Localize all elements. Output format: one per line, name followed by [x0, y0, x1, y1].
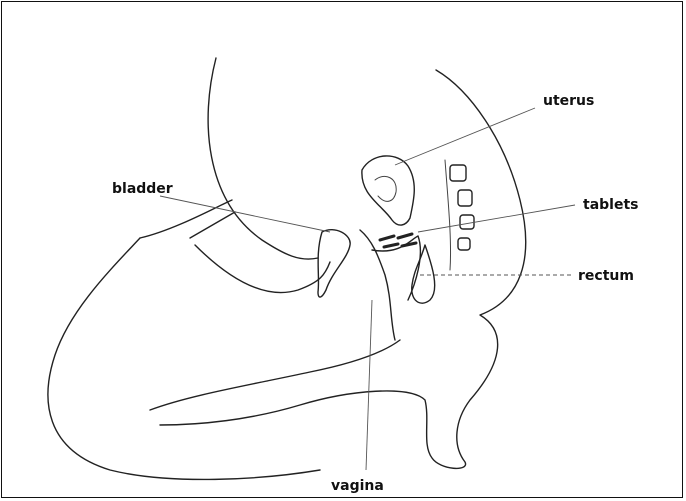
body-outline — [160, 70, 526, 468]
spine-segments — [445, 160, 474, 270]
uterus-leader — [395, 108, 535, 165]
uterus-inner — [375, 176, 396, 201]
uterus-shape — [362, 156, 414, 225]
bladder-label: bladder — [112, 181, 173, 197]
bladder-leader — [160, 196, 330, 232]
leg-crease — [150, 340, 400, 410]
vagina-leader — [366, 300, 372, 470]
tablets-label: tablets — [583, 197, 638, 213]
abdomen-outline — [208, 58, 318, 259]
vagina-label: vagina — [331, 478, 384, 494]
rectum-label: rectum — [578, 268, 634, 284]
thigh-outline — [48, 238, 320, 479]
rectum-shape — [412, 245, 435, 303]
groin-line — [140, 200, 235, 238]
tablets-leader — [418, 205, 575, 232]
uterus-label: uterus — [543, 93, 594, 109]
bladder-shape — [318, 230, 350, 297]
groin-curve — [195, 245, 330, 293]
